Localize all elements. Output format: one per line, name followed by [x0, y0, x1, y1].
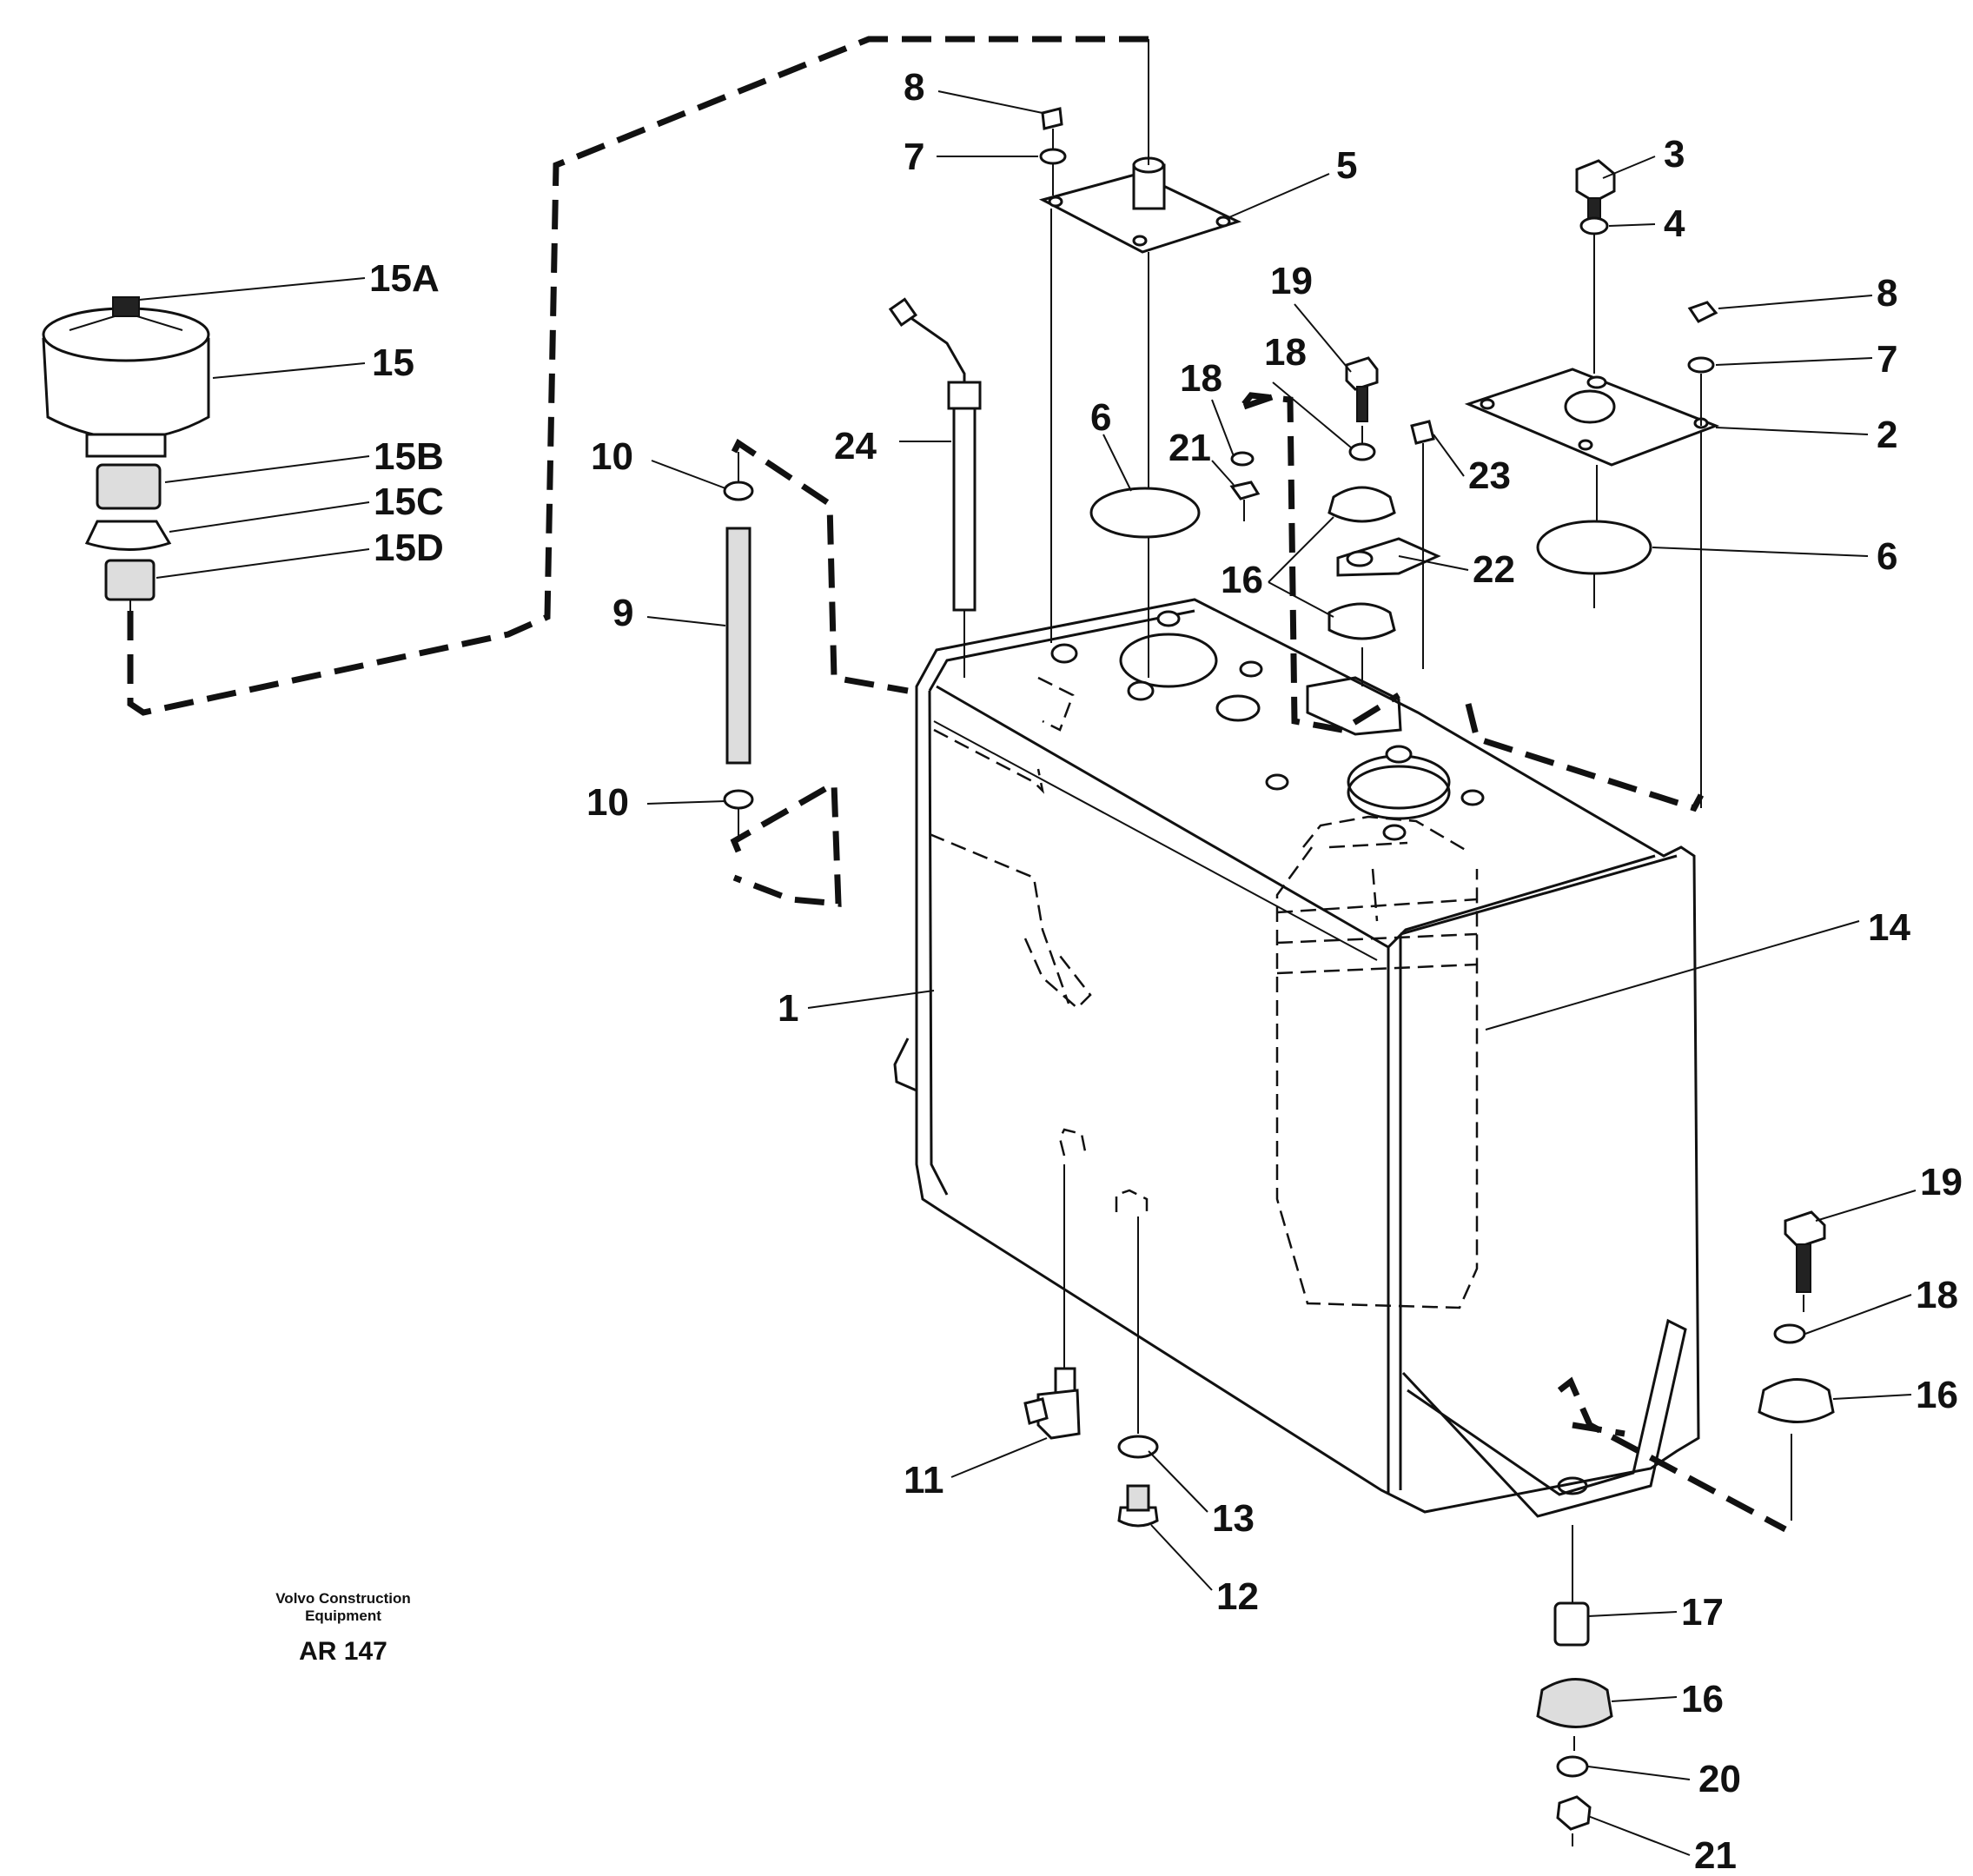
callout-15: 15 [372, 341, 414, 384]
o-ring-6-right [1536, 520, 1652, 575]
callout-16-top: 16 [1221, 559, 1263, 601]
callout-15B: 15B [374, 435, 444, 478]
company-name-line2: Equipment [305, 1608, 381, 1624]
callout-8-top: 8 [904, 66, 924, 109]
callout-5: 5 [1336, 144, 1357, 187]
callout-21-bottom: 21 [1694, 1834, 1737, 1876]
callout-17: 17 [1681, 1591, 1724, 1634]
callout-16-right: 16 [1916, 1374, 1958, 1416]
callout-20: 20 [1698, 1758, 1741, 1800]
top-mount-group [1327, 356, 1441, 686]
callout-24: 24 [834, 425, 877, 467]
drawing-number: AR 147 [299, 1637, 387, 1666]
callout-1: 1 [778, 987, 798, 1030]
callout-9: 9 [612, 592, 633, 634]
drawing-caption: Volvo Construction Equipment AR 147 [275, 1590, 411, 1666]
callout-21-top: 21 [1169, 427, 1211, 469]
callout-14: 14 [1868, 906, 1910, 949]
callout-19-right: 19 [1920, 1161, 1963, 1203]
callout-10-top: 10 [591, 435, 633, 478]
nut-21 [1556, 1795, 1592, 1831]
callout-8-right: 8 [1877, 272, 1897, 315]
rubber-mount-16-bottom [1536, 1678, 1613, 1728]
breather-filter [42, 296, 210, 613]
washer-13 [1117, 1435, 1159, 1459]
callout-18-middle: 18 [1264, 331, 1307, 374]
plug-12 [1117, 1506, 1159, 1528]
callout-16-bottom: 16 [1681, 1678, 1724, 1720]
callout-11: 11 [904, 1459, 944, 1501]
o-ring-6-left [1089, 487, 1201, 539]
washer-20 [1556, 1755, 1589, 1778]
callout-4: 4 [1664, 202, 1685, 245]
hose-routing-lines [127, 36, 1787, 1533]
callout-7-right: 7 [1877, 338, 1897, 381]
callout-19-top: 19 [1270, 260, 1313, 302]
drain-valve [1023, 1164, 1081, 1440]
plug-3 [1575, 159, 1616, 203]
callout-18-left: 18 [1180, 357, 1222, 400]
callout-7-top: 7 [904, 136, 924, 178]
leader-lines [138, 90, 1917, 1856]
callout-15C: 15C [374, 481, 444, 523]
callout-labels: 1 2 3 4 5 6 6 7 7 8 8 9 10 10 11 12 13 1… [369, 66, 1963, 1876]
callout-12: 12 [1216, 1575, 1259, 1618]
spacer-17 [1553, 1601, 1590, 1647]
cover-plate-2 [1464, 348, 1720, 521]
callout-18-right: 18 [1916, 1274, 1958, 1316]
hydraulic-tank [893, 598, 1700, 1518]
callout-2: 2 [1877, 414, 1897, 456]
callout-15D: 15D [374, 527, 444, 569]
cover-plate-5 [1038, 39, 1242, 678]
callout-23: 23 [1468, 454, 1511, 497]
level-sensor [888, 297, 982, 678]
parts [42, 39, 1835, 1846]
callout-6-left: 6 [1090, 396, 1111, 439]
company-name-line1: Volvo Construction [275, 1590, 411, 1607]
callout-3: 3 [1664, 133, 1685, 176]
callout-10-bottom: 10 [586, 781, 629, 824]
level-sight-tube [723, 452, 754, 839]
callout-22: 22 [1473, 548, 1515, 591]
callout-6-right: 6 [1877, 535, 1897, 578]
washer-4 [1579, 216, 1609, 235]
callout-15A: 15A [369, 257, 440, 300]
callout-13: 13 [1212, 1497, 1255, 1540]
